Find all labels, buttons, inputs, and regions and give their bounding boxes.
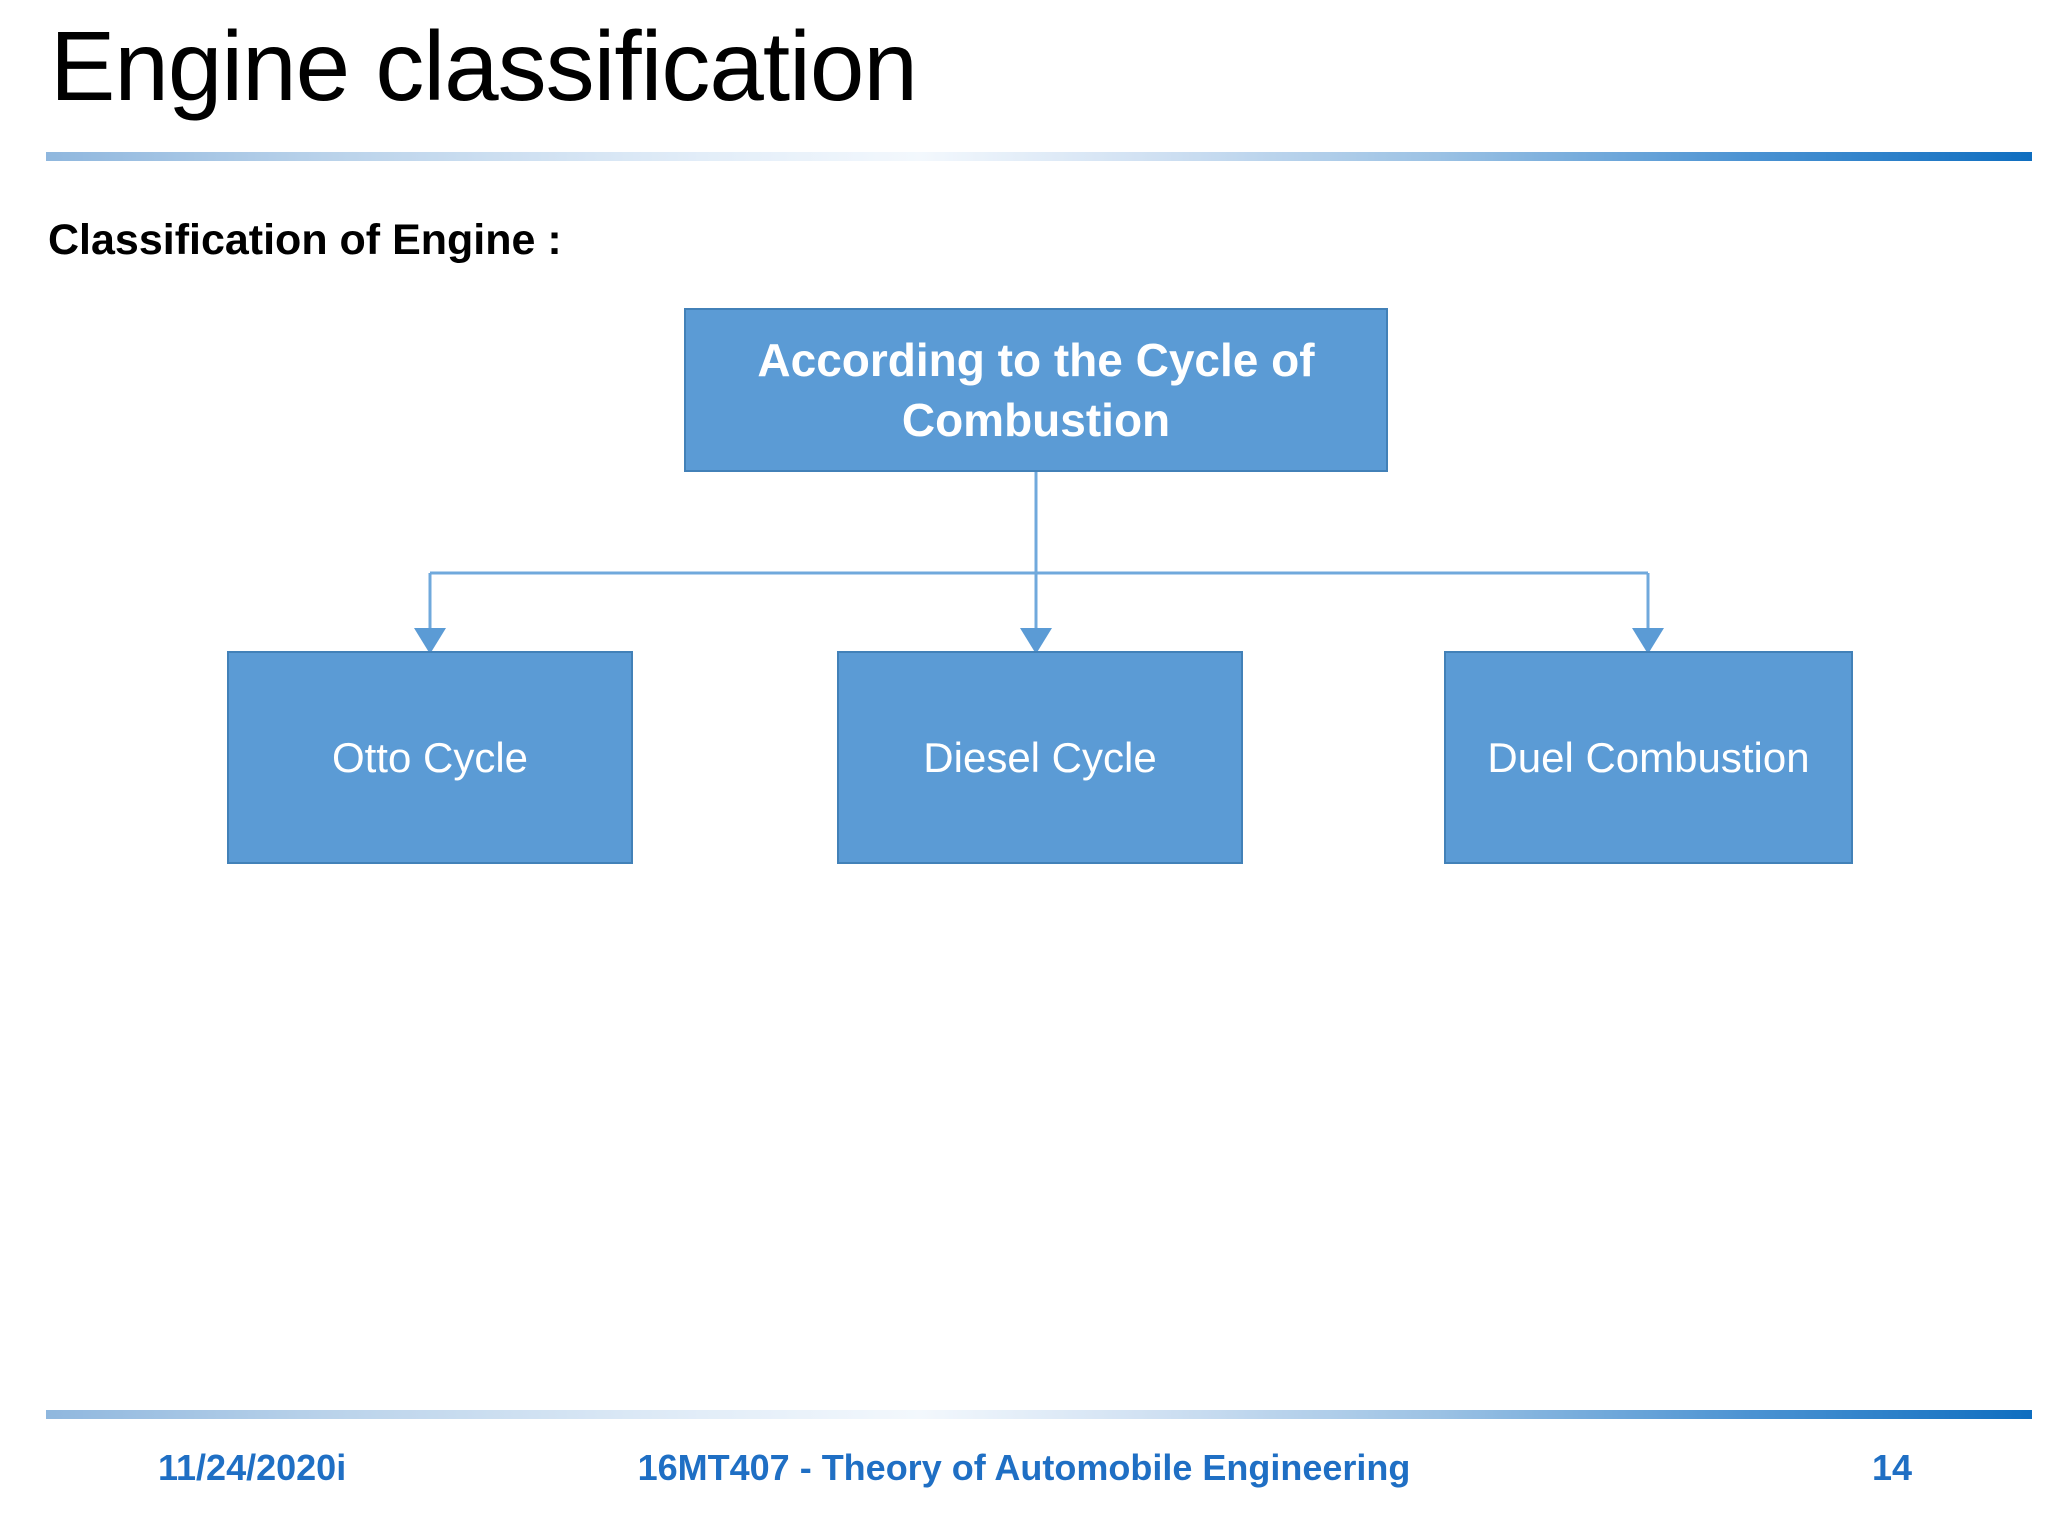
footer-course-title: 16MT407 - Theory of Automobile Engineeri… xyxy=(637,1447,1411,1488)
diagram-node-diesel-cycle[interactable]: Diesel Cycle xyxy=(837,651,1243,864)
diagram-node-root[interactable]: According to the Cycle of Combustion xyxy=(684,308,1388,472)
diagram-node-root-label: According to the Cycle of Combustion xyxy=(757,334,1315,446)
footer-divider xyxy=(46,1410,2032,1419)
diagram-node-otto-cycle[interactable]: Otto Cycle xyxy=(227,651,633,864)
diagram-node-duel-combustion[interactable]: Duel Combustion xyxy=(1444,651,1853,864)
section-heading: Classification of Engine : xyxy=(48,216,562,264)
footer-date: 11/24/2020i xyxy=(158,1447,347,1488)
diagram-node-duel-combustion-label: Duel Combustion xyxy=(1487,733,1810,781)
footer-page-number: 14 xyxy=(1872,1447,1913,1488)
diagram-node-otto-cycle-label: Otto Cycle xyxy=(331,733,529,781)
page-title: Engine classification xyxy=(50,11,918,121)
header-divider xyxy=(46,152,2032,161)
diagram-node-diesel-cycle-label: Diesel Cycle xyxy=(923,733,1157,781)
